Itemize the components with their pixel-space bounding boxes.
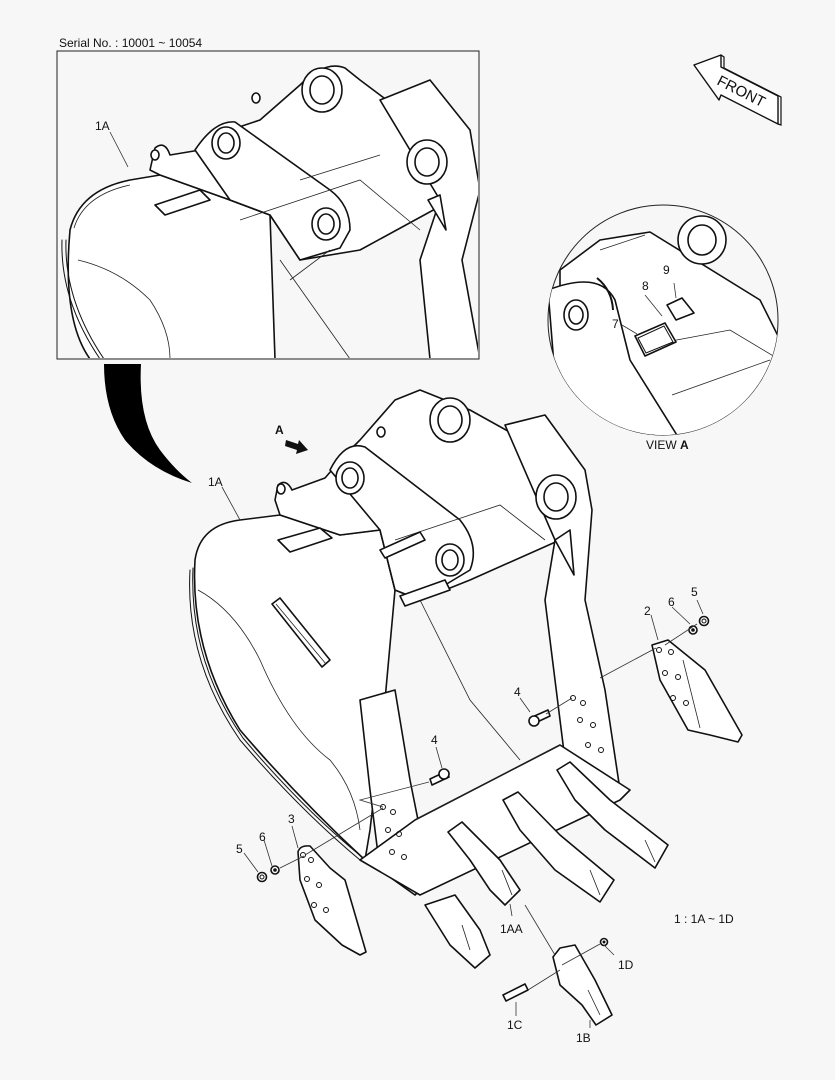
lock-1D: [599, 937, 609, 947]
side-cutter-3: [297, 845, 367, 956]
zoom-direction-arrow-icon: [104, 364, 192, 483]
callout-5-right: 5: [691, 585, 698, 599]
tooth-1: [424, 894, 491, 969]
main-bucket-assembly: [189, 389, 669, 969]
nut-5-left: [256, 871, 268, 883]
parts-legend: 1 : 1A ~ 1D: [674, 912, 734, 926]
callout-8: 8: [642, 279, 649, 293]
callout-1A-inset: 1A: [95, 119, 110, 133]
callout-6-left: 6: [259, 830, 266, 844]
tooth-2: [447, 821, 521, 906]
callout-1B: 1B: [576, 1031, 591, 1045]
callout-1A-main: 1A: [208, 475, 223, 489]
inset-detail-box: [56, 50, 480, 360]
bolt-4-lower: [429, 768, 450, 786]
callout-5-left: 5: [236, 842, 243, 856]
callout-7: 7: [612, 317, 619, 331]
view-a-circle: [547, 204, 779, 436]
callout-6-right: 6: [668, 595, 675, 609]
washer-6-left: [270, 865, 280, 875]
pin-1C: [502, 983, 529, 1002]
callout-1AA: 1AA: [500, 922, 523, 936]
front-arrow-icon: FRONT: [693, 54, 782, 126]
callout-4-upper: 4: [514, 685, 521, 699]
side-cutter-2: [651, 639, 743, 743]
serial-number-label: Serial No. : 10001 ~ 10054: [59, 36, 203, 50]
leader-lines: [221, 486, 704, 1028]
callout-4-lower: 4: [431, 733, 438, 747]
tooth-1B: [552, 944, 613, 1026]
callout-2: 2: [644, 604, 651, 618]
bolt-4-upper: [528, 709, 551, 727]
washer-6-right: [688, 625, 698, 635]
view-a-caption: VIEW A: [646, 438, 689, 452]
tooth-3: [502, 791, 615, 903]
view-a-direction-arrow-icon: [285, 440, 308, 454]
callout-3: 3: [288, 812, 295, 826]
callout-9: 9: [663, 263, 670, 277]
nut-5-right: [698, 615, 710, 627]
callout-1D: 1D: [618, 958, 634, 972]
tooth-4: [556, 761, 669, 869]
callout-1C: 1C: [507, 1018, 523, 1032]
view-a-marker: A: [275, 423, 284, 437]
